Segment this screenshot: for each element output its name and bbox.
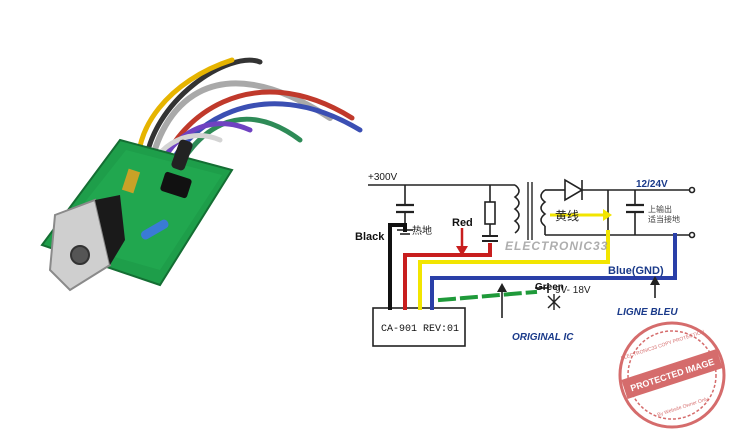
output-voltage-label: 12/24V [636, 179, 668, 190]
wire-yellow [418, 230, 610, 310]
wire-blue [430, 233, 677, 310]
chip-box [372, 307, 466, 347]
resistor-component [140, 219, 169, 240]
stamp-inner-ring [627, 330, 717, 420]
chip-component [160, 171, 192, 199]
ligne-bleu-label: LIGNE BLEU [617, 307, 678, 318]
output-terminal-bottom [688, 231, 696, 239]
wire-black [388, 223, 407, 310]
output-note-1: 上输出 [648, 204, 672, 214]
transistor-component [171, 139, 193, 171]
yellow-arrow-head-icon [603, 209, 612, 221]
blue-arrow-head-icon [650, 276, 660, 285]
pcb-module-photo [40, 57, 363, 292]
cross-mark-icon [547, 294, 561, 310]
wire-green [437, 289, 538, 303]
voltage-range-label: 9V- 18V [555, 285, 591, 296]
blue-wire-label: Blue(GND) [608, 265, 664, 277]
black-wire-label: Black [355, 231, 385, 243]
secondary-coil [540, 189, 547, 227]
primary-coil [513, 184, 520, 234]
wire-black-photo [142, 57, 263, 171]
output-note-2: 适当接地 [648, 214, 680, 224]
wire-red [403, 243, 492, 310]
red-wire-label: Red [452, 217, 473, 229]
protected-image-stamp: PROTECTED IMAGE ELECTRONIC33 COPY PROTEC… [618, 321, 726, 429]
capacitor-component [121, 168, 141, 194]
green-wire-label: Green [535, 282, 564, 293]
watermark-text: ELECTRONIC33 [505, 239, 608, 253]
hot-ground-label: 热地 [412, 224, 432, 237]
supply-label: +300V [368, 172, 398, 183]
output-terminal-top [688, 186, 696, 194]
power-ic-body [95, 195, 125, 265]
stamp-outer-ring [618, 321, 726, 429]
original-ic-label: ORIGINAL IC [512, 332, 574, 343]
yellow-wire-label: 黄线 [555, 209, 579, 223]
heatsink-hole-icon [70, 245, 90, 265]
ic-arrow-head-icon [497, 283, 507, 292]
diode-icon [564, 178, 584, 202]
stamp-banner [621, 349, 723, 399]
chip-label: CA-901 REV:01 [381, 324, 459, 335]
red-arrow-head-icon [456, 246, 468, 256]
colored-wires [388, 223, 677, 310]
snubber-resistor [484, 201, 496, 225]
annotation-arrows [456, 228, 660, 318]
